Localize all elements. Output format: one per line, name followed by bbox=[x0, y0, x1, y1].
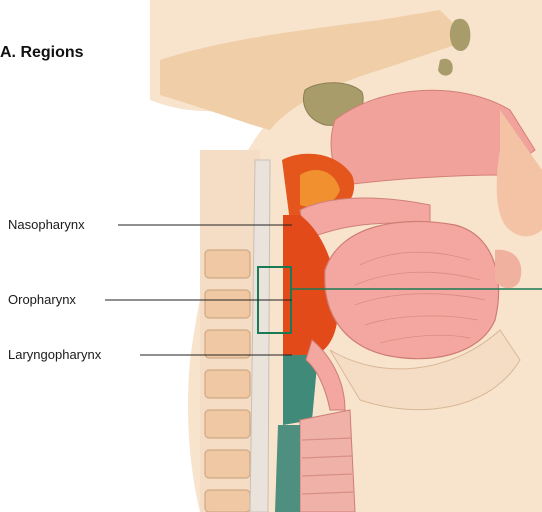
esophagus bbox=[275, 425, 300, 512]
tongue bbox=[325, 221, 499, 358]
figure-title: A. Regions bbox=[0, 44, 84, 62]
laryngopharynx-label: Laryngopharynx bbox=[8, 347, 103, 362]
small-sinus bbox=[438, 59, 453, 76]
oropharynx-label: Oropharynx bbox=[8, 292, 78, 307]
frontal-sinus bbox=[450, 19, 470, 51]
nasopharynx-label: Nasopharynx bbox=[8, 217, 87, 232]
larynx bbox=[300, 410, 355, 512]
